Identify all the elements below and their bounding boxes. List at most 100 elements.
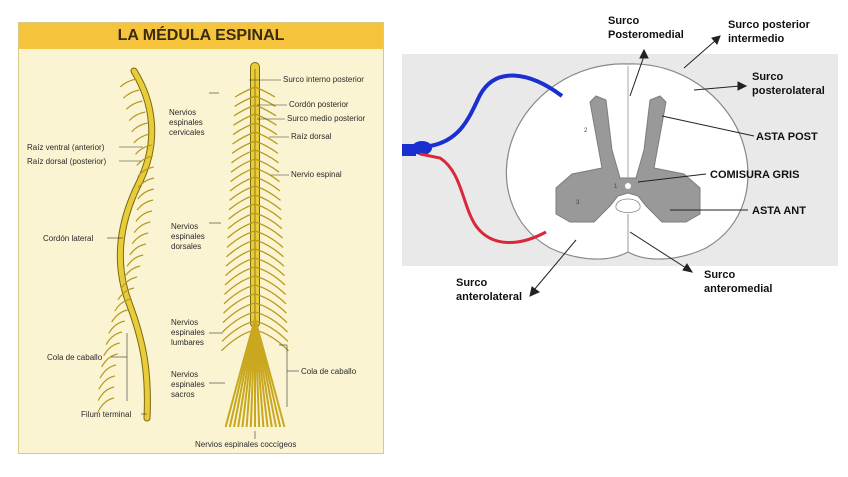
lateral-nerve-branch	[133, 133, 150, 144]
lateral-nerve-branch	[119, 78, 137, 88]
spinal-nerve-branch	[254, 185, 281, 201]
spinal-nerve-branch	[226, 230, 256, 248]
label-nervios-dorsales-2: espinales	[171, 232, 205, 241]
spinal-nerve-branch	[224, 266, 256, 286]
spinal-nerve-branch	[225, 257, 256, 277]
label-surco-posterolateral-2: posterolateral	[752, 85, 825, 97]
spinal-nerve-branch	[254, 230, 284, 248]
spinal-nerve-branch	[232, 122, 256, 136]
label-nervios-dorsales-1: Nervios	[171, 222, 198, 231]
spinal-nerve-branch	[233, 113, 256, 126]
label-asta-ant: ASTA ANT	[752, 205, 806, 217]
spinal-nerve-branch	[254, 131, 278, 145]
lateral-nerve-branch	[123, 89, 140, 99]
lateral-nerve-branch	[128, 111, 146, 122]
spinal-nerve-branch	[254, 293, 287, 314]
label-nervios-sacros-3: sacros	[171, 390, 195, 399]
spinal-nerve-branch	[231, 149, 256, 164]
lateral-nerve-branch	[97, 386, 115, 401]
spinal-nerve-branch	[231, 140, 256, 154]
lateral-nerve-branch	[135, 144, 152, 155]
label-surco-posteromedial-1: Surco	[608, 15, 639, 27]
region-number-1: 1	[614, 184, 618, 190]
spinal-nerve-branch	[221, 320, 256, 342]
lateral-nerve-branch	[97, 397, 115, 413]
label-nervios-cervicales-2: espinales	[169, 118, 203, 127]
label-nervios-dorsales-3: dorsales	[171, 242, 201, 251]
title-bar	[19, 23, 383, 49]
lateral-nerve-branch	[101, 353, 118, 368]
lateral-nerve-branch	[98, 375, 115, 390]
spinal-nerve-branch	[227, 212, 256, 230]
spinal-nerve-branch	[229, 185, 256, 201]
label-nervios-lumbares-1: Nervios	[171, 318, 198, 327]
lateral-nerve-branch	[133, 221, 151, 233]
spinal-nerve-branch	[234, 86, 256, 98]
spinal-nerve-branch	[223, 293, 256, 314]
region-number-2: 2	[584, 128, 588, 134]
spinal-nerve-branch	[228, 203, 256, 220]
spinal-nerve-branch	[254, 149, 279, 164]
lateral-nerve-branch	[123, 265, 141, 278]
label-nervios-cervicales-3: cervicales	[169, 128, 205, 137]
label-cola-caballo-left: Cola de caballo	[47, 353, 103, 362]
spinal-nerve-branch	[226, 239, 256, 258]
spinal-nerve-branch	[254, 86, 276, 98]
figure-title: LA MÉDULA ESPINAL	[117, 27, 285, 44]
spinal-nerve-branch	[228, 194, 256, 211]
label-nervios-lumbares-3: lumbares	[171, 338, 204, 347]
lateral-nerve-branch	[137, 177, 155, 189]
lateral-nerve-branch	[131, 232, 149, 245]
label-surco-interno-posterior: Surco interno posterior	[283, 75, 364, 84]
posterior-spinal-cord	[221, 62, 289, 428]
spinal-nerve-branch	[225, 248, 256, 267]
dorsal-root	[409, 73, 564, 150]
label-cordon-lateral: Cordón lateral	[43, 234, 93, 243]
leader-lines	[107, 79, 299, 439]
lateral-nerve-branch	[137, 166, 154, 177]
ventral-root	[419, 152, 547, 244]
label-surco-anteromedial-1: Surco	[704, 269, 735, 281]
spinal-nerve-branch	[254, 221, 283, 239]
lateral-nerve-branch	[136, 199, 154, 211]
spinal-nerve-branch	[222, 302, 256, 324]
spinal-nerve-branch	[254, 266, 286, 286]
label-nervios-coccigeos: Nervios espinales coccígeos	[195, 440, 296, 449]
label-surco-anteromedial-2: anteromedial	[704, 283, 772, 295]
label-comisura-gris: COMISURA GRIS	[710, 169, 799, 181]
spinal-nerve-branch	[222, 311, 256, 333]
spinal-nerve-branch	[254, 248, 285, 267]
lateral-nerve-branch	[125, 100, 143, 110]
lateral-nerve-branch	[137, 188, 154, 200]
spinal-nerve-branch	[254, 104, 277, 117]
label-surco-anterolateral-2: anterolateral	[456, 291, 522, 303]
spinal-nerve-branch	[254, 302, 288, 324]
lateral-nerve-branch	[108, 320, 125, 334]
label-raiz-dorsal-posterior: Raíz dorsal (posterior)	[27, 157, 106, 166]
label-surco-posteromedial-2: Posteromedial	[608, 29, 684, 41]
lateral-spinal-cord	[97, 67, 156, 422]
lateral-nerve-branch	[135, 210, 153, 222]
label-nervios-lumbares-2: espinales	[171, 328, 205, 337]
spinal-cord-illustration: LA MÉDULA ESPINAL	[18, 22, 384, 454]
lateral-nerve-branch	[117, 287, 135, 301]
spinal-nerve-branch	[254, 167, 280, 183]
spinal-nerve-branch	[232, 131, 256, 145]
lateral-nerve-branch	[114, 298, 131, 312]
spinal-nerve-branch	[223, 284, 256, 305]
region-number-3: 3	[576, 200, 580, 206]
spinal-nerve-branch	[254, 284, 287, 305]
label-filum-terminal: Filum terminal	[81, 410, 131, 419]
lateral-nerve-branch	[111, 309, 128, 323]
label-surco-posterior-intermedio-1: Surco posterior	[728, 19, 811, 31]
label-cola-caballo-right: Cola de caballo	[301, 367, 357, 376]
left-diagram: Raíz ventral (anterior) Raíz dorsal (pos…	[27, 62, 366, 449]
spinal-nerve-branch	[254, 257, 285, 277]
spinal-nerve-stub	[402, 144, 416, 156]
gray-matter	[555, 95, 701, 223]
label-nervios-sacros-1: Nervios	[171, 370, 198, 379]
label-surco-anterolateral-1: Surco	[456, 277, 487, 289]
dorsal-root-ganglion	[412, 141, 432, 155]
spinal-nerve-branch	[254, 194, 282, 211]
label-surco-medio-posterior: Surco medio posterior	[287, 114, 366, 123]
